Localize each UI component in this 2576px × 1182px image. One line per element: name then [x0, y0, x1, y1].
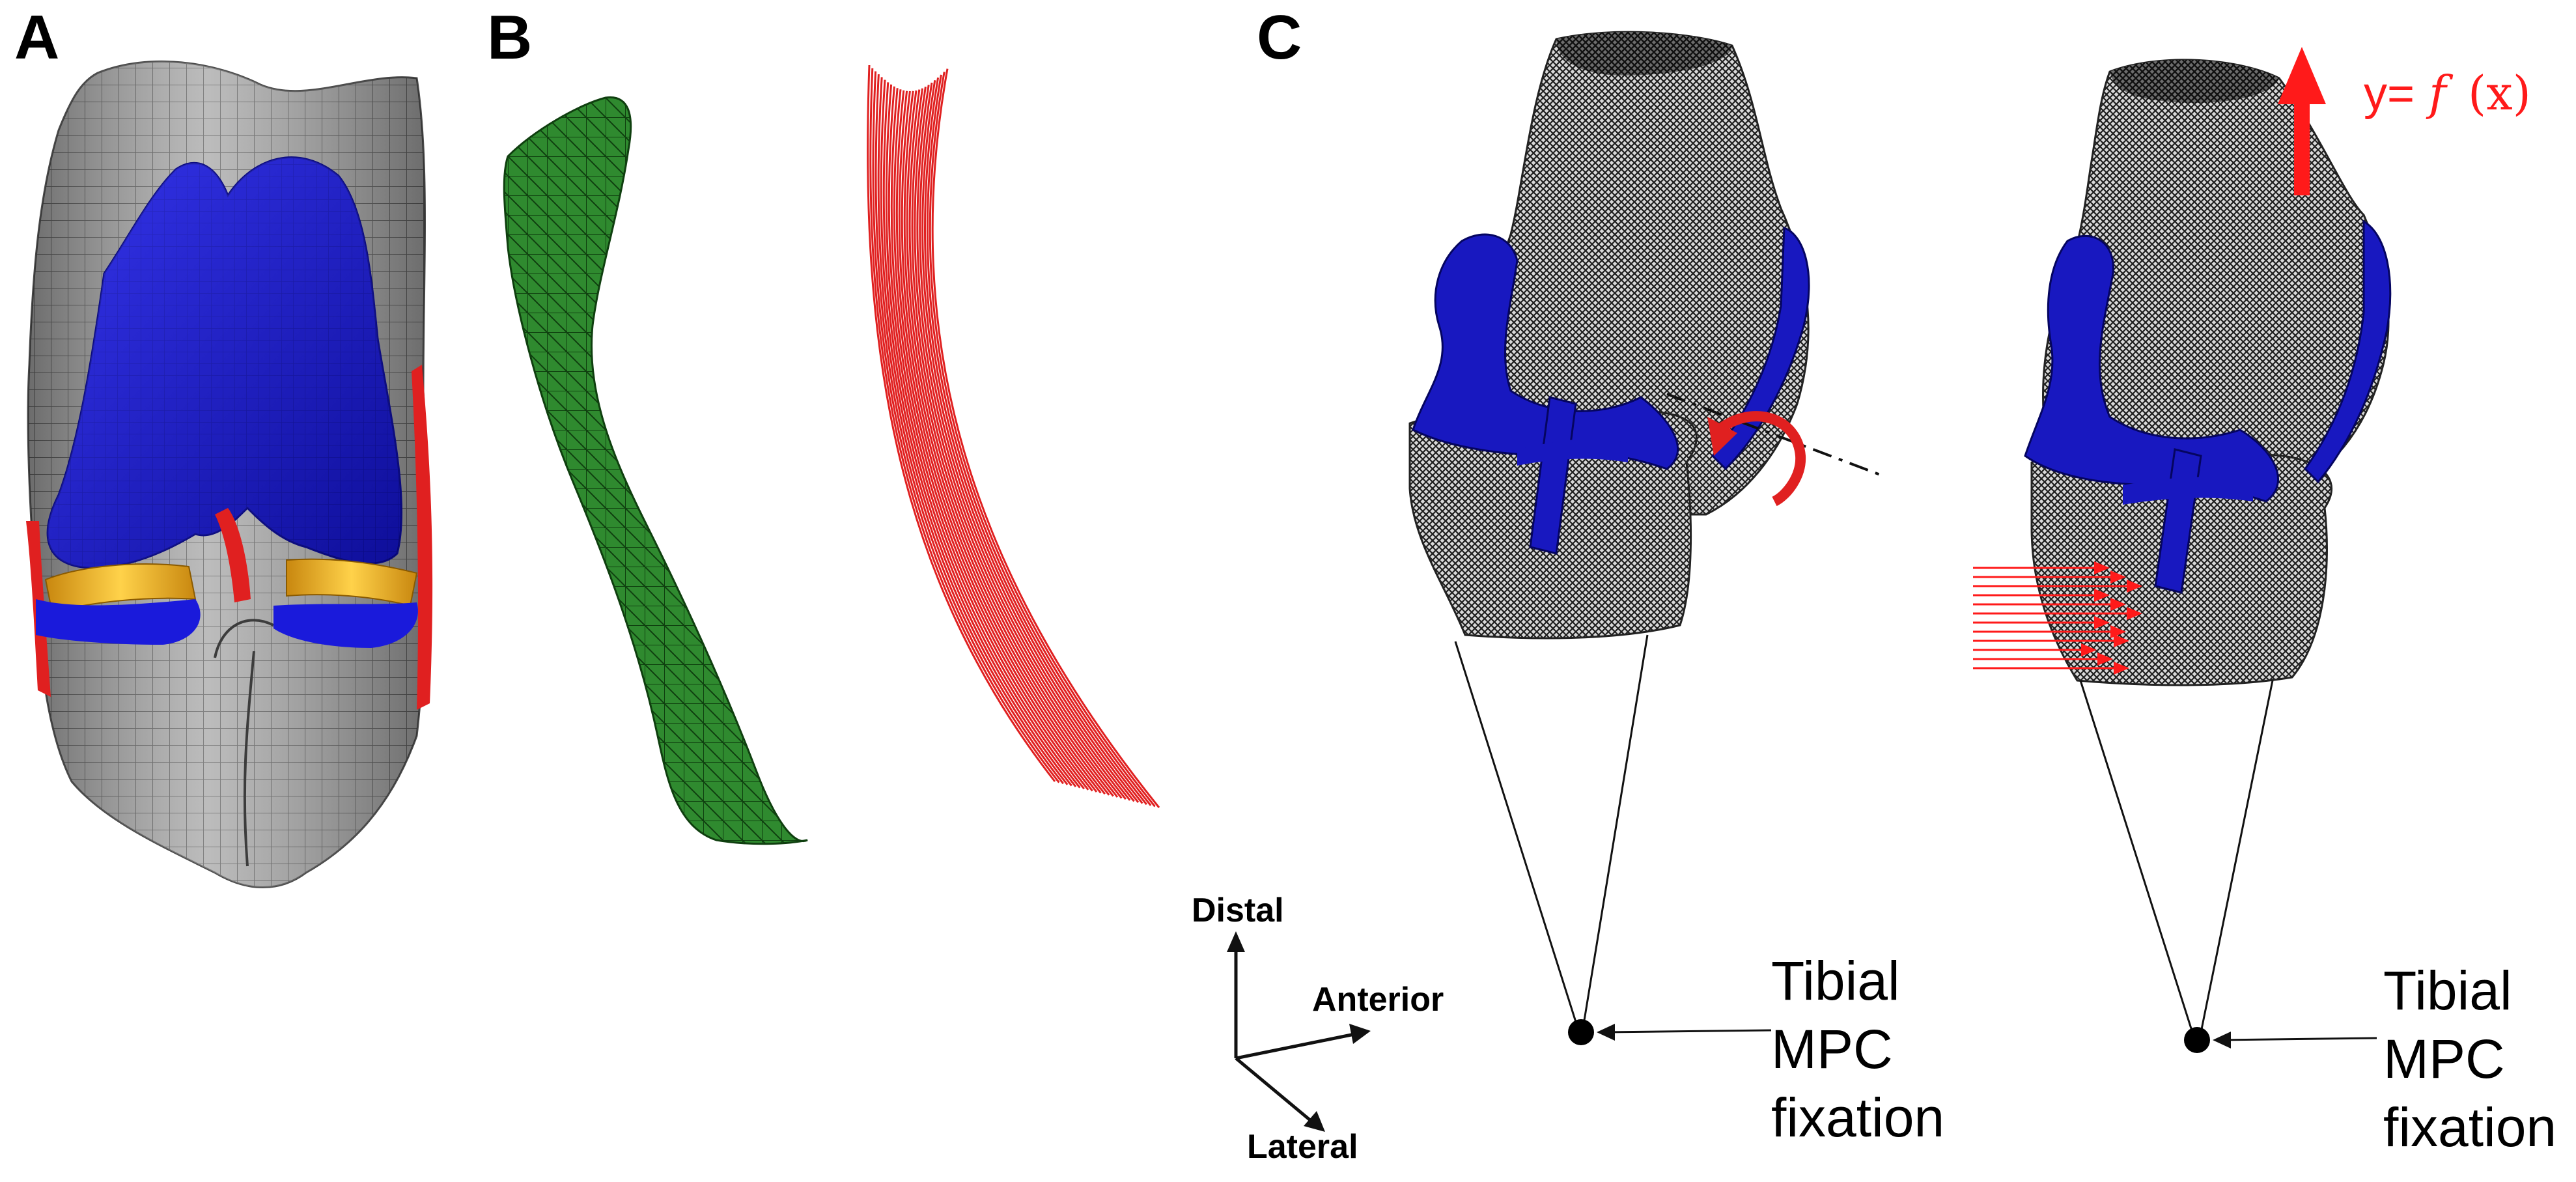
pressure-arrow-head: [2081, 643, 2097, 656]
callout-right: Tibial MPC fixation: [2383, 960, 2556, 1158]
mpc-fixation-point-left: [1568, 1019, 1594, 1045]
ligament-fiber-bundle: [867, 64, 1160, 808]
pressure-arrow-head: [2114, 634, 2129, 647]
ligament-fiber: [890, 88, 1093, 792]
svg-text:Tibial: Tibial: [2383, 960, 2512, 1021]
ligament-fiber: [872, 71, 1064, 785]
ligament-fiber: [919, 82, 1140, 803]
knee-joint-mesh: [26, 60, 433, 888]
pressure-arrow-head: [2114, 662, 2129, 675]
panel-a: A: [14, 3, 433, 888]
callout-left: Tibial MPC fixation: [1771, 950, 1944, 1148]
ligament-fiber: [908, 89, 1123, 799]
cartilage-left: [1412, 233, 1679, 470]
cartilage-right: [2024, 234, 2279, 503]
ligament-fiber: [906, 90, 1119, 798]
ligament-fiber: [916, 85, 1135, 802]
ligament-fiber: [898, 91, 1106, 795]
rotation-arrow: [1716, 411, 1806, 507]
ligament-fiber: [911, 88, 1127, 800]
ligament-fiber: [869, 68, 1060, 783]
pressure-arrow-head: [2094, 589, 2110, 602]
tibial-cartilage-medial: [273, 602, 418, 648]
pressure-arrow-head: [2110, 570, 2126, 584]
axis-label-distal: Distal: [1192, 892, 1284, 929]
ligament-fiber: [931, 68, 1160, 808]
axis-label-anterior: Anterior: [1312, 981, 1444, 1019]
svg-text:MPC: MPC: [2383, 1028, 2505, 1090]
ligament-strap-left: [1529, 396, 1577, 555]
svg-text:f: f: [2426, 66, 2454, 120]
svg-text:(x): (x): [2468, 66, 2531, 120]
panel-label-c: C: [1257, 3, 1302, 72]
ligament-fiber: [888, 86, 1089, 791]
medial-collateral-ligament: [412, 365, 433, 710]
ligament-fiber: [882, 82, 1081, 789]
ligament-fiber: [921, 80, 1143, 804]
panel-b: B: [487, 3, 1160, 845]
ligament-fiber: [901, 91, 1110, 796]
svg-text:MPC: MPC: [1771, 1019, 1893, 1080]
coordinate-system: Distal Anterior Lateral: [1192, 892, 1444, 1166]
ligament-fiber: [875, 74, 1069, 785]
ligament-fiber: [885, 84, 1085, 790]
pressure-arrow-head: [2110, 598, 2126, 611]
ligament-fiber: [880, 79, 1077, 787]
pressure-arrows: [1973, 561, 2142, 675]
medial-meniscus: [286, 558, 418, 607]
ligament-fiber: [923, 77, 1147, 806]
tendon-mesh: [503, 96, 808, 845]
panel-c: C Tibial MPC fi: [1192, 3, 2556, 1166]
svg-text:fixation: fixation: [1771, 1087, 1944, 1148]
cruciate-ligament: [215, 508, 251, 602]
pressure-arrow-head: [2127, 607, 2142, 620]
ligament-fiber: [903, 91, 1114, 797]
knee-model-loading: y= f (x) Tibial MPC fixation: [1973, 47, 2556, 1158]
lateral-meniscus: [44, 563, 197, 613]
mpc-fixation-point-right: [2184, 1027, 2210, 1053]
ligament-fiber: [867, 64, 1056, 782]
ligament-fiber: [877, 77, 1072, 787]
knee-model-rotation: Tibial MPC fixation: [1408, 31, 1944, 1148]
medial-cartilage-band-right: [2304, 219, 2392, 484]
svg-text:Tibial: Tibial: [1771, 950, 1900, 1011]
svg-text:y=: y=: [2364, 68, 2415, 120]
ligament-fiber: [893, 89, 1098, 793]
load-function-label: y= f (x): [2364, 66, 2531, 120]
ligament-fiber: [929, 72, 1156, 808]
pressure-arrow-head: [2127, 580, 2142, 593]
ligament-fiber: [926, 74, 1152, 806]
load-arrow-up: [2278, 47, 2326, 195]
panel-label-b: B: [487, 3, 532, 72]
ligament-fiber: [895, 90, 1102, 794]
panel-label-a: A: [14, 3, 59, 72]
ligament-fiber: [914, 87, 1131, 801]
svg-text:fixation: fixation: [2383, 1097, 2556, 1158]
tibial-cartilage-lateral: [36, 599, 201, 645]
pressure-arrow-head: [2094, 616, 2110, 629]
pressure-arrow-head: [2097, 653, 2113, 666]
pressure-arrow-head: [2094, 561, 2110, 574]
axis-label-lateral: Lateral: [1247, 1128, 1358, 1166]
